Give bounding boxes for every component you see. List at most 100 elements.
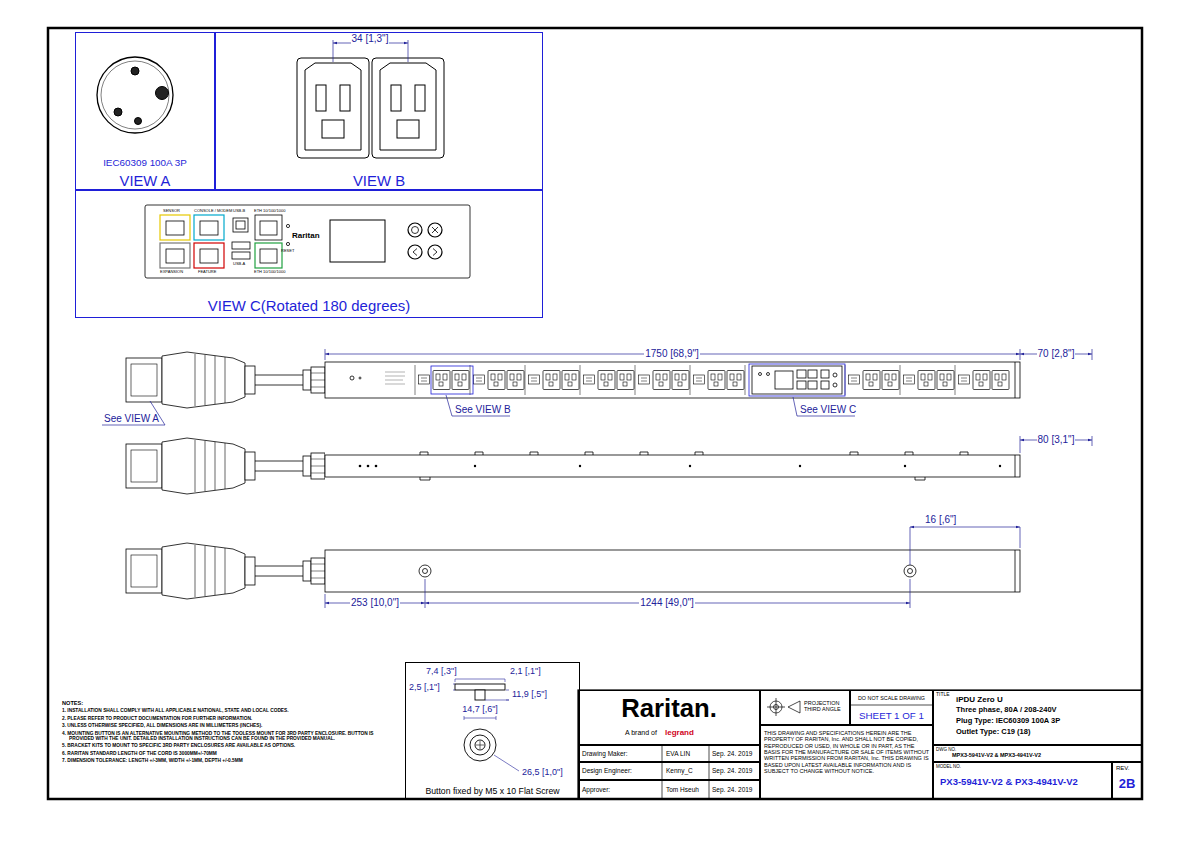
view-a-plug-face <box>156 87 169 100</box>
leader-line <box>446 395 510 416</box>
pdu-front-view <box>1015 362 1016 398</box>
pdu-front-view <box>752 366 842 394</box>
field-label: Design Engineer: <box>582 767 632 774</box>
pdu-front-view <box>808 370 817 378</box>
view-c-panel <box>200 249 218 263</box>
signoff-row: Drawing Maker:EVA LINSep. 24. 2019 <box>578 745 760 762</box>
model-number: PX3-5941V-V2 & PX3-4941V-V2 <box>940 777 1078 788</box>
port-label: USB-A <box>233 262 245 266</box>
view-b-outlets <box>297 58 369 158</box>
panel-logo: Raritan <box>292 232 320 241</box>
dimension: 70 [2,8"] <box>1037 348 1076 359</box>
notes-heading: NOTES: <box>62 700 397 706</box>
port-label: FEATURE <box>198 270 216 274</box>
brand-tagline: A brand of <box>625 729 657 737</box>
mounting-button-detail <box>455 684 505 761</box>
logo-cell: Raritan.A brand oflegrand <box>578 690 760 745</box>
dimension: 80 [3,1"] <box>1037 434 1076 445</box>
signoff-row: Approver:Tom HseuhSep. 24. 2019 <box>578 780 760 799</box>
port-label: ETH 10/100/1000 <box>254 209 285 213</box>
pdu-back-view <box>1015 550 1016 592</box>
signoff-row: Design Engineer:Kenny_CSep. 24. 2019 <box>578 762 760 780</box>
pdu-front-view <box>385 372 405 384</box>
view-c-panel <box>260 249 277 263</box>
view-b-outlets <box>415 85 425 111</box>
callout-box <box>431 364 845 396</box>
view-cell: VIEW C(Rotated 180 degrees) <box>75 190 543 318</box>
pdu-side-view <box>367 465 370 468</box>
view-c-panel <box>194 243 224 268</box>
title-block <box>662 745 709 799</box>
dimension-line <box>453 679 519 771</box>
view-c-panel <box>160 243 190 268</box>
pdu-front-view <box>359 377 361 379</box>
port-label: USB-B <box>233 209 245 213</box>
revision-code: 2B <box>1113 777 1141 792</box>
pdu-front-view <box>325 362 1020 398</box>
view-cell: IEC60309 100A 3PVIEW A <box>75 32 215 190</box>
field-label: REV. <box>1116 765 1129 772</box>
brand-logo: legrand <box>665 728 694 737</box>
note-line: 6. RARITAN STANDARD LENGTH OF THE CORD I… <box>62 751 397 756</box>
pdu-side-view <box>579 465 581 467</box>
dimension: 1244 [49,0"] <box>639 597 695 608</box>
pdu-side-view <box>799 465 801 467</box>
view-cell: VIEW B <box>215 32 543 190</box>
sheet-frame <box>48 28 1142 799</box>
pdu-front-view <box>529 371 580 390</box>
projection-symbol <box>767 698 785 716</box>
view-c-panel <box>255 215 282 240</box>
pdu-front-view <box>821 381 829 389</box>
view-a-plug-face <box>114 108 122 116</box>
view-title: VIEW B <box>216 173 542 190</box>
pdu-front-view <box>821 370 829 378</box>
view-a-plug-face <box>131 67 139 75</box>
field-label: DWG NO. <box>936 747 956 752</box>
view-c-panel <box>200 221 218 235</box>
view-callout: See VIEW B <box>455 404 511 415</box>
leader-line <box>102 401 165 425</box>
sign-date: Sep. 24. 2019 <box>712 750 752 757</box>
pdu-side-view <box>689 465 691 467</box>
sheet-frame <box>48 28 1142 799</box>
dimension: 34 [1,3"] <box>351 33 390 44</box>
product-spec: Three phase, 80A / 208-240V <box>956 706 1057 715</box>
note-line: 4. MOUNTING BUTTON IS AN ALTERNATIVE MOU… <box>62 731 397 742</box>
callout-box <box>431 366 473 394</box>
view-c-panel <box>428 223 442 237</box>
dimension: 11,9 [,5"] <box>512 690 547 700</box>
drawing-number: MPX3-5941V-V2 & MPX3-4941V-V2 <box>952 752 1041 758</box>
view-c-panel <box>160 215 190 240</box>
detail-caption: Button fixed by M5 x 10 Flat Screw <box>406 786 579 796</box>
pdu-front-view <box>584 371 635 390</box>
dimension-line <box>494 755 519 771</box>
sheet-number: SHEET 1 OF 1 <box>851 710 932 721</box>
dimension: 7,4 [,3"] <box>426 667 457 677</box>
view-c-panel <box>413 249 417 256</box>
model-cell: MODEL NO.PX3-5941V-V2 & PX3-4941V-V2 <box>933 762 1112 799</box>
pdu-front-view <box>808 381 817 389</box>
dimension-line <box>453 684 509 700</box>
view-c-panel <box>166 221 184 235</box>
note-line: 3. UNLESS OTHERWISE SPECIFIED, ALL DIMEN… <box>62 723 397 728</box>
view-b-outlets <box>340 85 350 111</box>
pdu-back-view <box>325 550 1020 592</box>
title-block <box>578 690 1142 799</box>
view-title: VIEW A <box>76 173 214 190</box>
pdu-front-view <box>694 371 745 390</box>
field-label: Approver: <box>582 786 610 793</box>
view-c-panel <box>232 252 250 259</box>
dimension: 2,1 [,1"] <box>510 667 541 677</box>
dimension-line <box>455 679 505 682</box>
note-line: 2. PLEASE REFER TO PRODUCT DOCUMENTATION… <box>62 716 397 721</box>
dimension: 1750 [68,9"] <box>644 348 700 359</box>
view-c-panel <box>166 249 184 263</box>
proprietary-notice: THIS DRAWING AND SPECIFICATIONS HEREIN A… <box>764 730 930 774</box>
pdu-front-view <box>797 370 806 378</box>
pdu-front-view <box>639 371 690 390</box>
pdu-front-view <box>833 373 837 377</box>
dimension: 253 [10,0"] <box>350 597 400 608</box>
port-label: ETH 10/100/1000 <box>254 270 285 274</box>
